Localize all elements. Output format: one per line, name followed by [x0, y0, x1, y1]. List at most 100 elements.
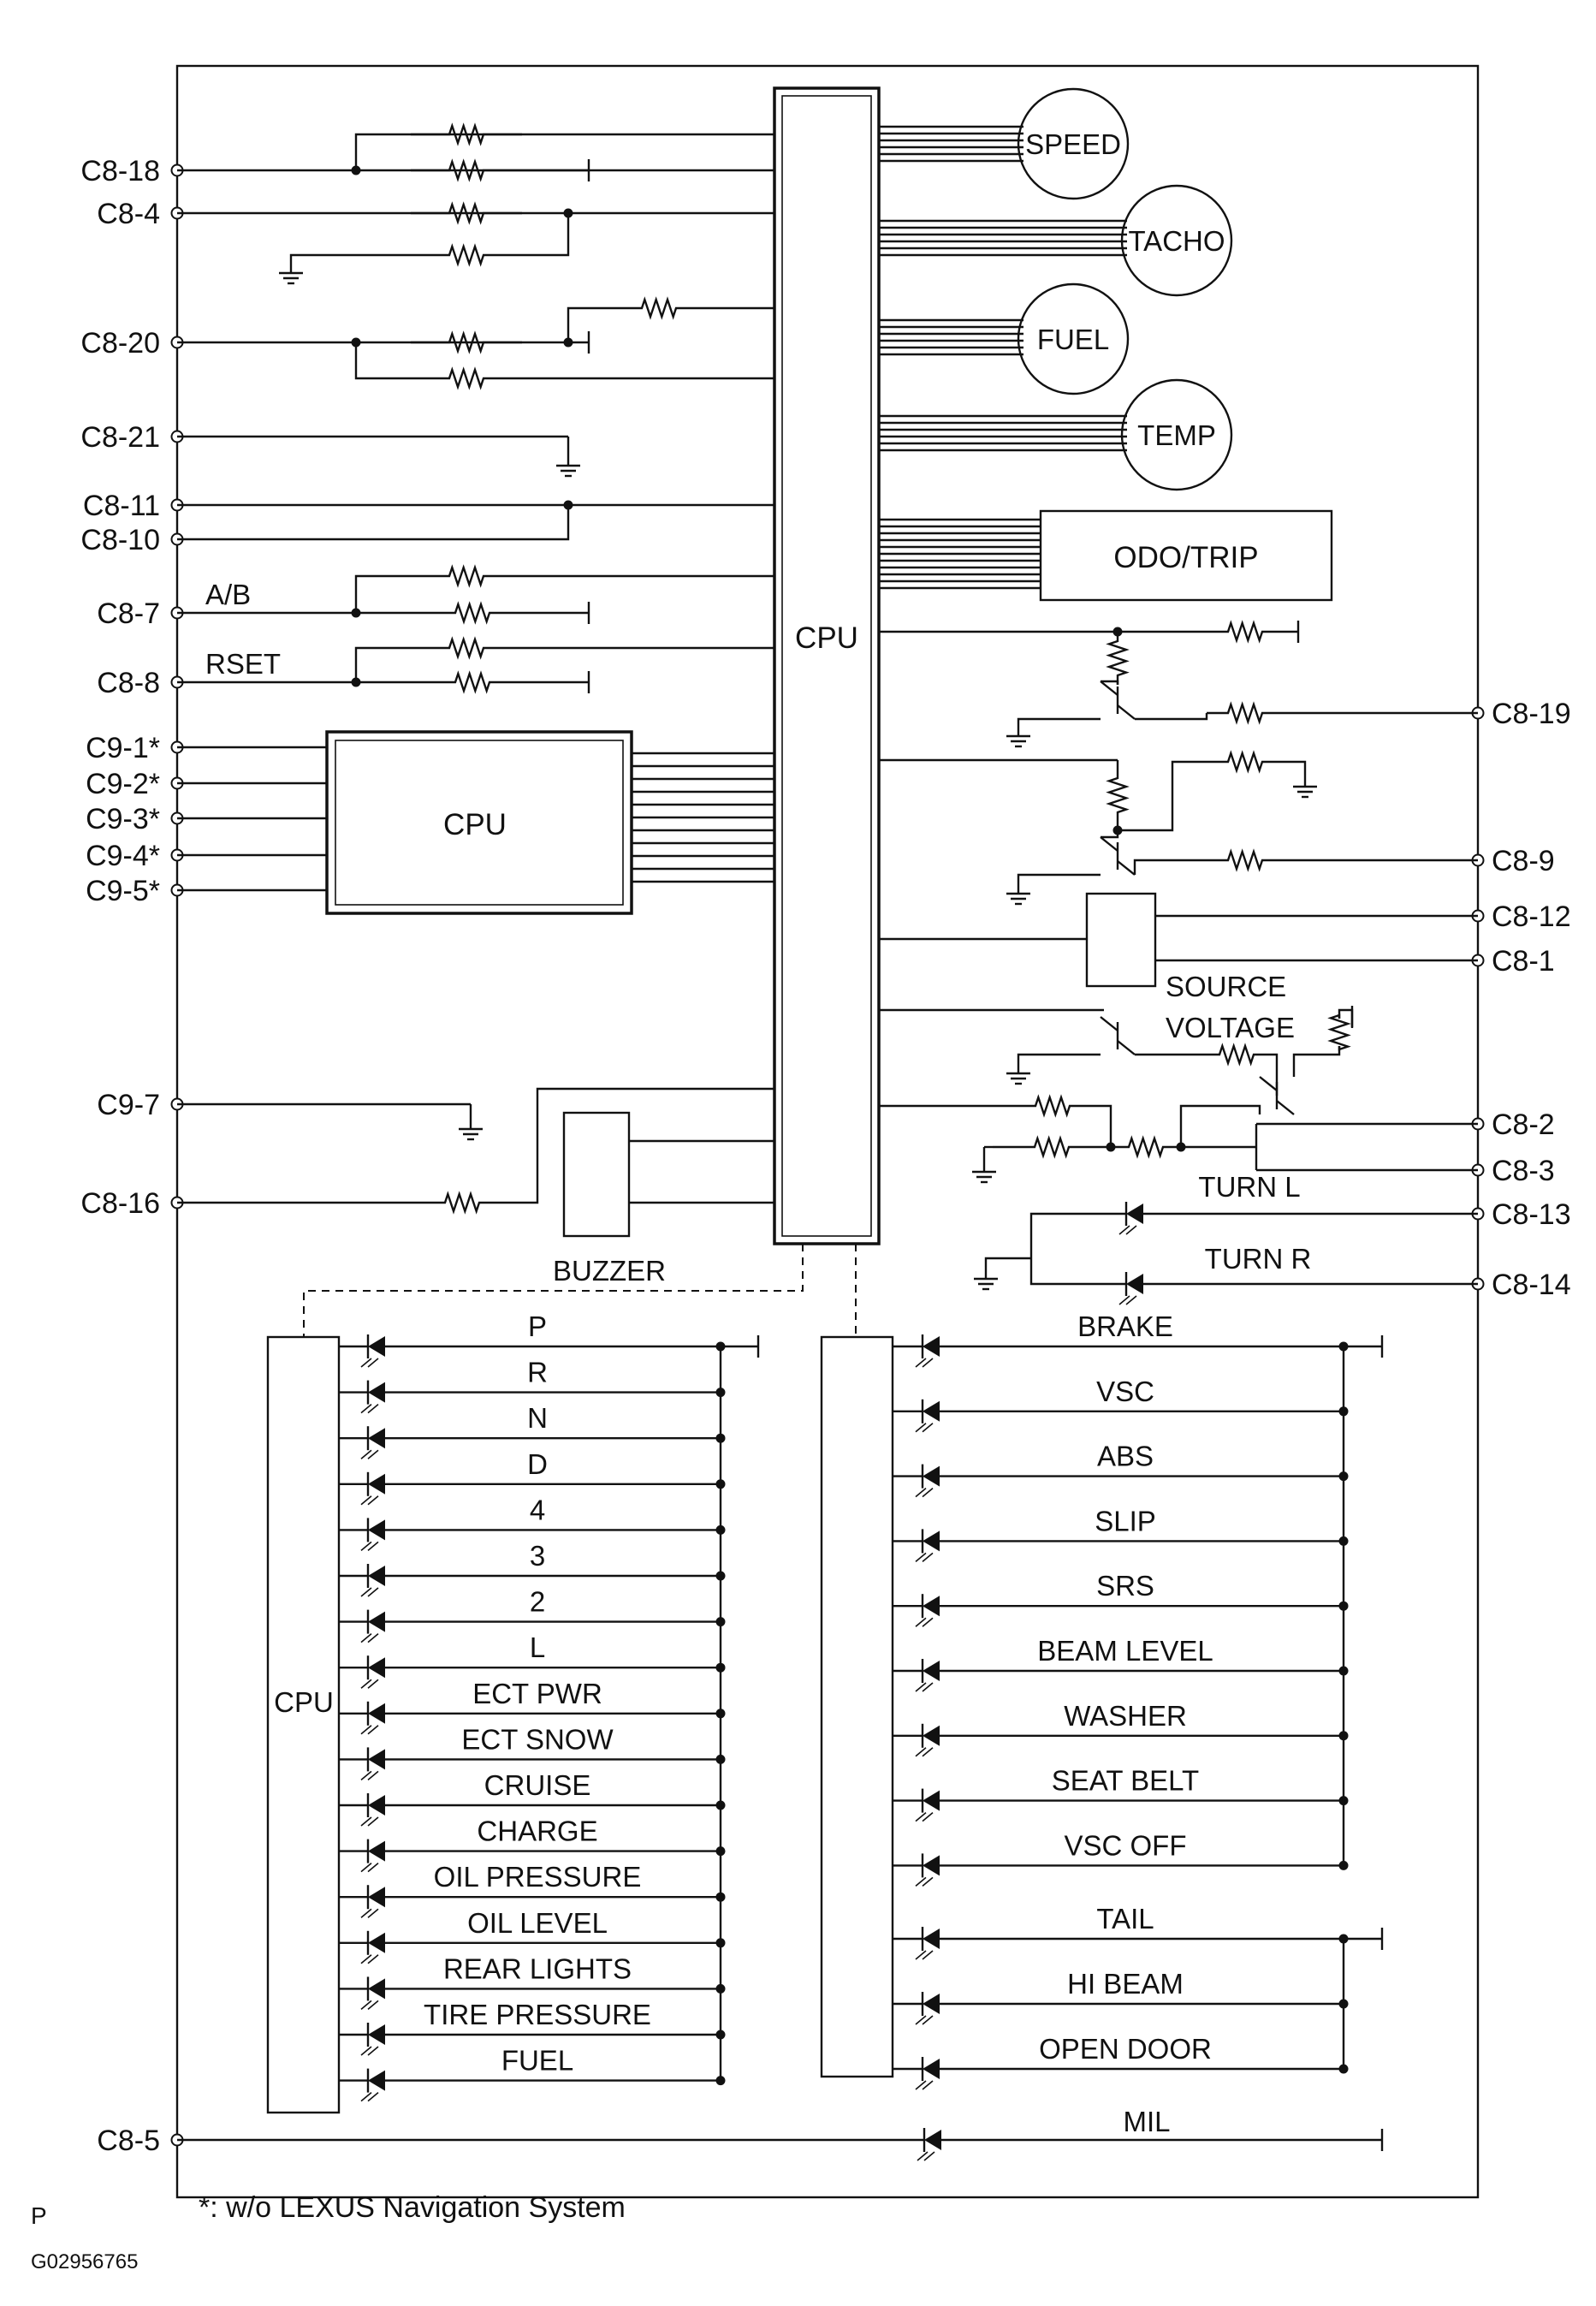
wire [1017, 717, 1101, 724]
wire [289, 253, 411, 261]
wire [1017, 873, 1101, 882]
led-indicator-symbol [915, 1723, 940, 1757]
led-triangle [368, 1519, 385, 1541]
led-triangle [368, 1382, 385, 1403]
indicator-right-group2-2: HI BEAM [893, 1968, 1349, 2025]
led-indicator-symbol [915, 1788, 940, 1822]
indicator-label: VSC [1096, 1376, 1154, 1407]
connector-label-c9-5: C9-5* [86, 875, 160, 907]
led-ray [360, 1495, 372, 1506]
ground-symbol [459, 1117, 483, 1141]
led-ray [367, 1449, 379, 1459]
led-ray [360, 1403, 372, 1414]
indicator-left-3: N [339, 1402, 726, 1459]
indicator-right-2: VSC [893, 1376, 1349, 1433]
indicator-label: BEAM LEVEL [1037, 1635, 1213, 1667]
gauge-label-fuel: FUEL [1037, 324, 1109, 355]
resistor-zigzag [1207, 848, 1284, 872]
led-indicator-symbol [360, 1564, 385, 1597]
resistor-zigzag [1106, 632, 1130, 685]
led-ray [360, 1541, 372, 1552]
indicator-label: 4 [530, 1494, 545, 1525]
led-triangle [923, 1596, 940, 1617]
led-indicator-symbol [360, 1426, 385, 1459]
figure-code: G02956765 [31, 2250, 138, 2273]
signal-label-rset: RSET [205, 648, 281, 680]
resistor-symbol [616, 296, 702, 320]
gauge-speed: SPEED [879, 87, 1130, 200]
led-indicator-symbol [1118, 1202, 1143, 1235]
indicator-right-group2-1: TAIL [893, 1903, 1349, 1960]
wire [567, 306, 616, 342]
led-triangle [923, 1400, 940, 1422]
connector-label-c8-8: C8-8 [97, 667, 160, 699]
led-triangle [923, 1465, 940, 1487]
resistor-zigzag [1207, 1043, 1267, 1067]
led-triangle [368, 1428, 385, 1449]
resistor-symbol [411, 1191, 513, 1215]
led-ray [360, 1862, 372, 1873]
led-triangle [368, 1932, 385, 1953]
resistor-zigzag [1327, 1013, 1351, 1051]
indicator-right-1: BRAKE [893, 1310, 1349, 1368]
signal-label-turn-l: TURN L [1198, 1171, 1300, 1203]
resistor-zigzag [1001, 1094, 1104, 1118]
source-voltage-label-2: VOLTAGE [1166, 1012, 1295, 1043]
led-triangle [923, 1929, 940, 1949]
indicator-label: OIL LEVEL [467, 1907, 608, 1939]
connector-label-c8-5: C8-5 [97, 2125, 160, 2157]
led-ray [360, 1449, 372, 1459]
transistor-symbol [1100, 1016, 1136, 1055]
led-indicator-symbol [360, 1747, 385, 1781]
indicator-left-4: D [339, 1448, 726, 1506]
led-triangle [368, 1887, 385, 1908]
indicator-left-7: 2 [339, 1586, 726, 1643]
gauge-circle [1120, 378, 1233, 491]
resistor-zigzag [411, 201, 522, 225]
resistor-zigzag [411, 564, 522, 588]
gauge-fuel: FUEL [879, 282, 1130, 395]
led-triangle [923, 1994, 940, 2014]
led-indicator-symbol [360, 1793, 385, 1827]
transistor-lead [1259, 1076, 1278, 1091]
indicator-right-4: SLIP [893, 1505, 1349, 1563]
indicator-label: OPEN DOOR [1039, 2033, 1212, 2065]
led-ray [367, 1770, 379, 1781]
ground-symbol [972, 1160, 996, 1184]
led-ray [917, 2151, 929, 2161]
connector-label-c8-3: C8-3 [1492, 1155, 1555, 1187]
indicator-left-11: CRUISE [339, 1769, 726, 1827]
led-ray [915, 1876, 927, 1887]
indicator-label: L [530, 1631, 545, 1663]
indicator-label: ECT SNOW [461, 1723, 614, 1755]
indicator-left-1: P [339, 1310, 726, 1368]
led-ray [915, 1358, 927, 1368]
indicator-label: P [528, 1310, 547, 1342]
resistor-symbol [411, 366, 522, 390]
led-indicator-symbol [360, 1930, 385, 1964]
led-ray [922, 1950, 934, 1960]
ground-symbol [1006, 882, 1030, 906]
led-ray [367, 2046, 379, 2056]
resistor-symbol [411, 636, 522, 660]
resistor-zigzag [356, 670, 589, 694]
led-ray [360, 1632, 372, 1643]
led-ray [1118, 1295, 1130, 1305]
led-ray [360, 1587, 372, 1597]
led-ray [360, 2000, 372, 2011]
source-voltage-label-1: SOURCE [1166, 971, 1286, 1002]
led-indicator-symbol [360, 1839, 385, 1873]
resistor-symbol [1207, 620, 1284, 644]
resistor-symbol [993, 1135, 1111, 1159]
wire [354, 133, 774, 170]
led-triangle [923, 1790, 940, 1811]
resistor-symbol [1001, 1094, 1104, 1118]
indicator-left-5: 4 [339, 1494, 726, 1552]
connector-label-c8-16: C8-16 [80, 1187, 160, 1220]
transistor-symbol [1259, 1076, 1295, 1115]
led-ray [360, 1954, 372, 1964]
indicator-right-7: WASHER [893, 1700, 1349, 1757]
connector-label-c8-4: C8-4 [97, 198, 160, 230]
connector-label-c8-18: C8-18 [80, 155, 160, 187]
